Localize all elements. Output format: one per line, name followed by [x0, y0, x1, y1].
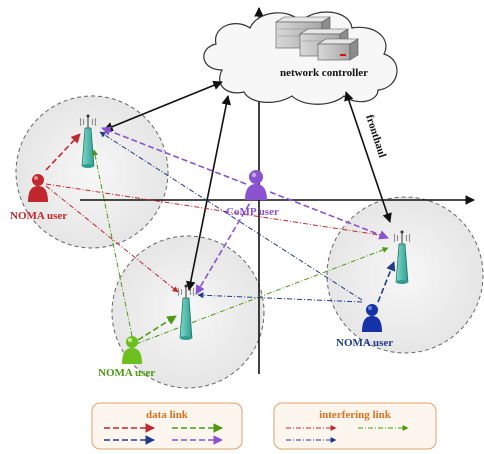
noma-user-left-label: NOMA user: [10, 210, 67, 222]
server-rack-icon: [274, 16, 360, 61]
data-links: [45, 126, 396, 341]
antenna-icon: [393, 230, 411, 284]
noma-user-right-label: NOMA user: [336, 337, 393, 349]
network-controller-cloud: [203, 11, 398, 105]
legend-interfering-link-title: interfering link: [319, 409, 392, 421]
cell-left: [15, 95, 169, 249]
antenna-icon: [79, 114, 97, 168]
legend-data-link: data link: [91, 402, 243, 450]
person-icon: [245, 170, 267, 200]
person-icon: [28, 174, 48, 202]
legend-data-link-title: data link: [146, 409, 189, 421]
cloud-icon: [203, 11, 398, 105]
noma-user-bottom-label: NOMA user: [98, 367, 155, 379]
network-controller-label: network controller: [280, 67, 368, 79]
interfering-links: [45, 131, 389, 345]
person-icon: [362, 304, 382, 332]
legend-interfering-link: interfering link: [273, 402, 437, 450]
antenna-icon: [177, 284, 195, 340]
person-icon: [122, 336, 142, 364]
comp-user-label: CoMP user: [226, 206, 279, 218]
fronthaul-links: [103, 80, 392, 291]
